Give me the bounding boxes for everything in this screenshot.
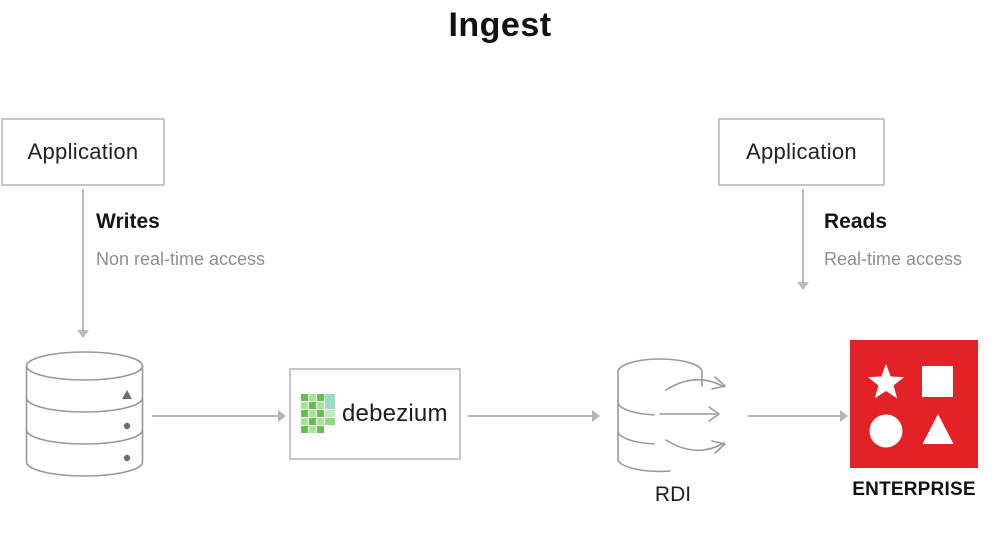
debezium-to-rdi-arrowhead-icon xyxy=(592,410,600,422)
reads-edge-sublabel: Real-time access xyxy=(824,249,963,269)
rdi-to-enterprise-connector-line xyxy=(748,415,840,417)
writes-arrowhead-icon xyxy=(77,330,89,338)
database-cylinder-icon xyxy=(22,346,147,482)
rdi-to-enterprise-arrowhead-icon xyxy=(840,410,848,422)
diagram-title: Ingest xyxy=(448,6,552,44)
enterprise-node xyxy=(850,340,978,468)
rdi-database-sync-icon xyxy=(608,350,738,480)
db-to-debezium-connector-line xyxy=(152,415,278,417)
debezium-to-rdi-connector-line xyxy=(468,415,592,417)
debezium-node: debezium xyxy=(289,368,461,460)
writes-connector-line xyxy=(82,189,84,330)
application-right-node: Application xyxy=(718,118,885,186)
reads-connector-line xyxy=(802,189,804,282)
db-to-debezium-arrowhead-icon xyxy=(278,410,286,422)
debezium-logo-icon xyxy=(301,394,335,434)
application-left-node: Application xyxy=(1,118,165,186)
rdi-label: RDI xyxy=(654,483,692,506)
shapes-star-square-circle-triangle-icon xyxy=(850,340,978,468)
reads-edge-label: Reads xyxy=(824,210,888,233)
writes-edge-sublabel: Non real-time access xyxy=(96,249,266,269)
enterprise-label: ENTERPRISE xyxy=(852,479,976,500)
debezium-label: debezium xyxy=(342,400,448,427)
application-right-label: Application xyxy=(746,139,857,164)
application-left-label: Application xyxy=(27,139,139,164)
writes-edge-label: Writes xyxy=(96,210,160,233)
reads-arrowhead-icon xyxy=(797,282,809,290)
